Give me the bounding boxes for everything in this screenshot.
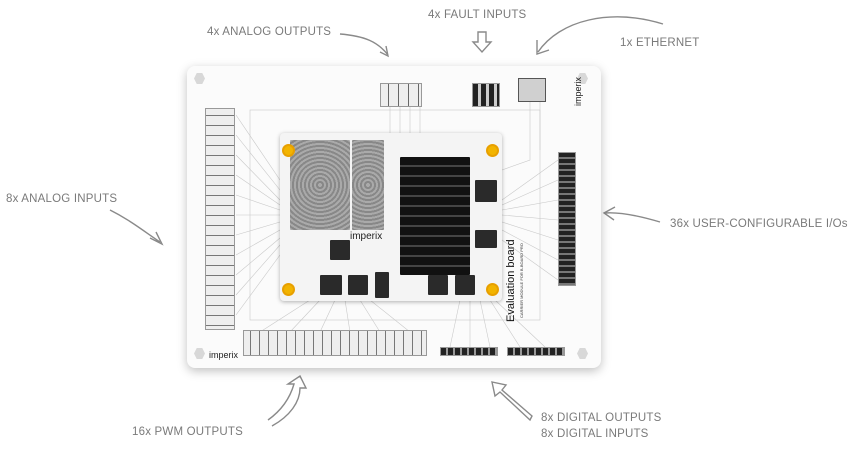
board-subtitle: CARRIER MODULE FOR B-BOARD PRO <box>519 243 524 318</box>
chip <box>320 275 342 295</box>
label-user-ios: 36x USER-CONFIGURABLE I/Os <box>670 218 848 230</box>
sfp-cage <box>290 140 350 230</box>
chip <box>330 240 350 260</box>
mount-pad <box>486 144 499 157</box>
label-pwm-outputs: 16x PWM OUTPUTS <box>132 426 243 438</box>
label-analog-inputs: 8x ANALOG INPUTS <box>6 193 118 205</box>
pcb-brand: imperix <box>350 231 383 242</box>
board-brand-side: imperix <box>573 76 583 106</box>
heatsink <box>400 157 470 275</box>
mount-hole <box>577 73 588 84</box>
chip <box>475 180 497 202</box>
digital-inputs-header <box>507 347 565 356</box>
mount-hole <box>194 348 205 359</box>
board-brand-bottom: imperix <box>209 350 239 360</box>
mount-pad <box>282 283 295 296</box>
user-io-header <box>558 152 576 286</box>
digital-outputs-header <box>440 347 498 356</box>
chip <box>475 230 497 248</box>
analog-outputs-connector <box>380 83 422 107</box>
label-fault-inputs: 4x FAULT INPUTS <box>428 9 527 21</box>
ethernet-port <box>518 78 546 102</box>
sfp-cage <box>352 140 384 230</box>
analog-inputs-connector <box>205 108 235 330</box>
label-digital-inputs: 8x DIGITAL INPUTS <box>541 428 649 440</box>
fault-inputs-header <box>472 83 500 107</box>
board-title: Evaluation board <box>505 239 517 322</box>
label-analog-outputs: 4x ANALOG OUTPUTS <box>207 26 332 38</box>
pwm-outputs-connector <box>243 330 427 356</box>
mount-hole <box>577 348 588 359</box>
label-digital-outputs: 8x DIGITAL OUTPUTS <box>541 412 662 424</box>
mount-pad <box>282 144 295 157</box>
mount-hole <box>194 73 205 84</box>
chip <box>428 275 448 295</box>
mount-pad <box>486 283 499 296</box>
chip <box>455 275 475 295</box>
chip <box>348 275 368 295</box>
chip <box>375 272 389 298</box>
